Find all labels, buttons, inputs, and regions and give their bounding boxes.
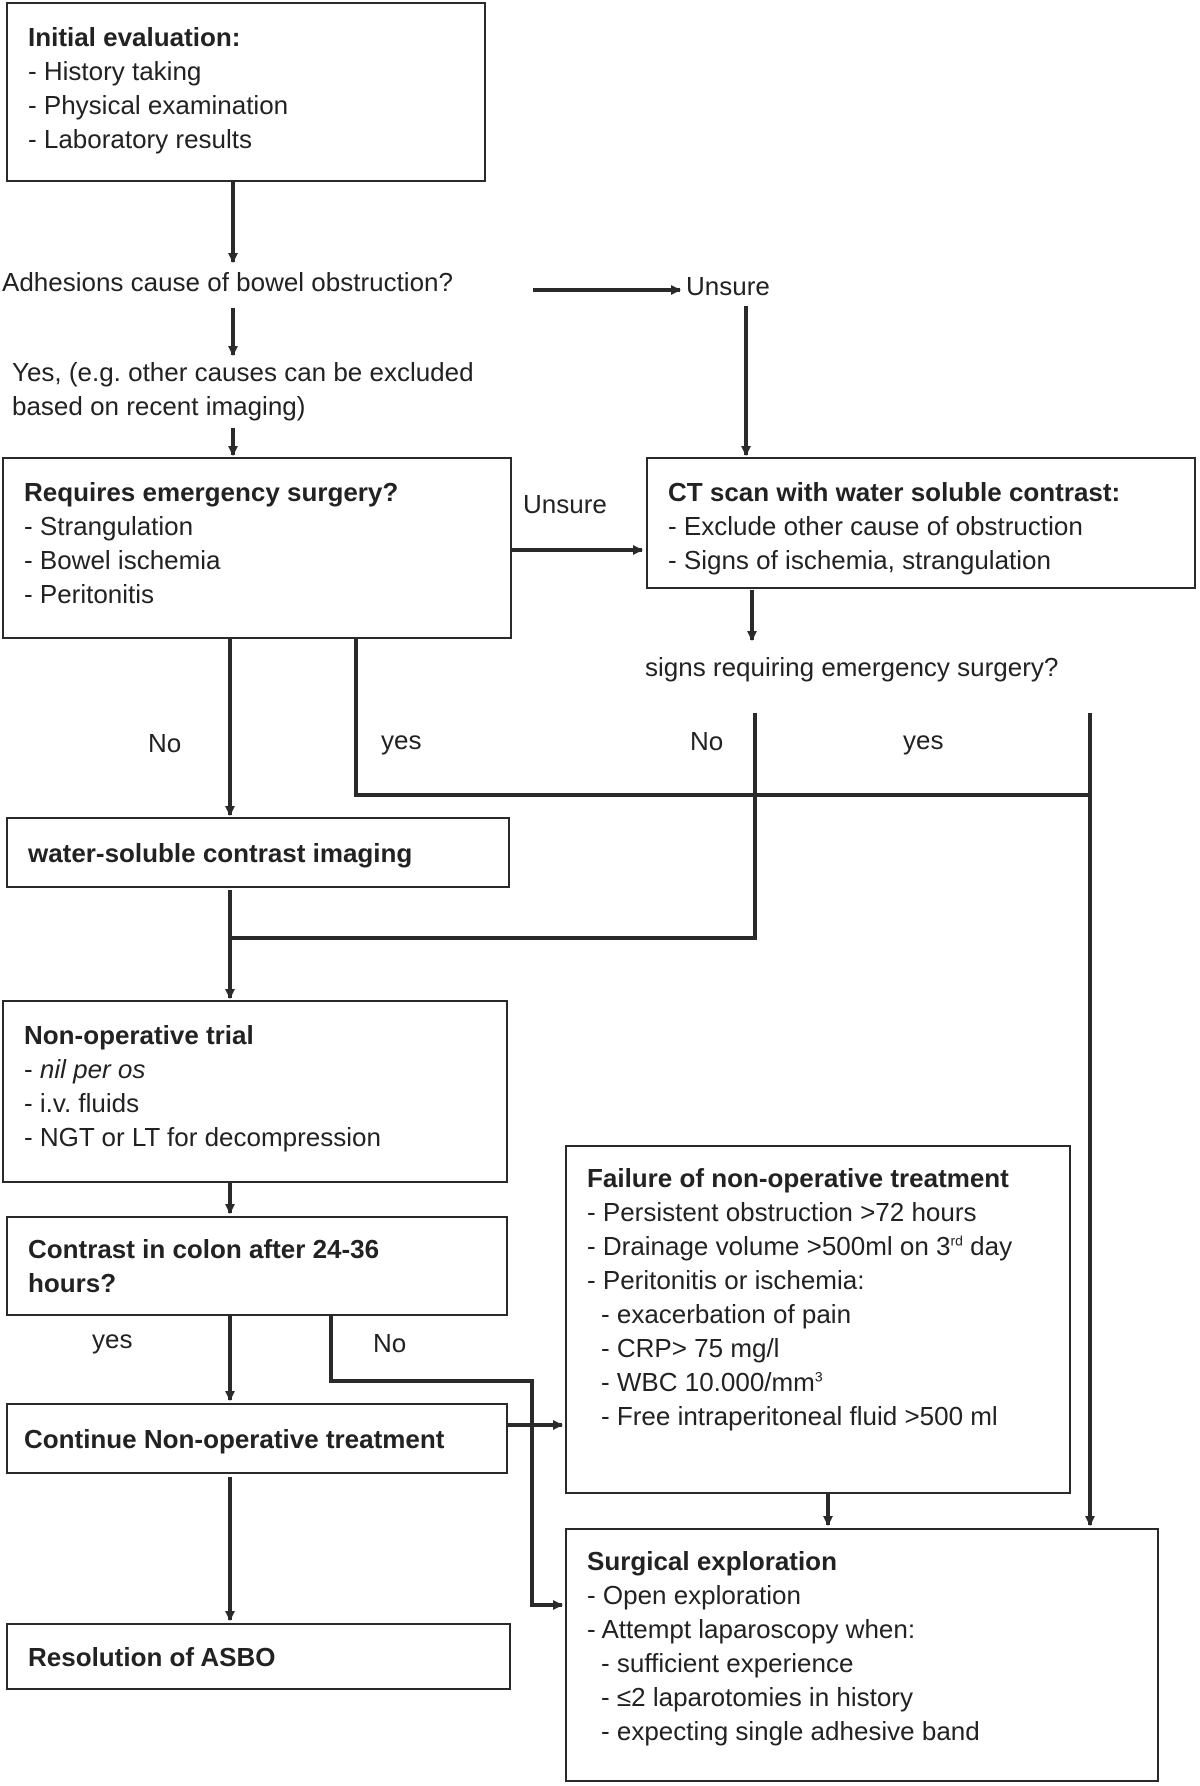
failure-subitem-pain: - exacerbation of pain [601, 1299, 852, 1329]
yes-label-contrast: yes [92, 1324, 133, 1354]
failure-item-obstruction: - Persistent obstruction >72 hours [587, 1197, 977, 1227]
surgical-item-laparoscopy: - Attempt laparoscopy when: [587, 1614, 916, 1644]
initial-item-physical: - Physical examination [28, 90, 289, 120]
resolution-label: Resolution of ASBO [28, 1642, 276, 1672]
failure-subitem-crp: - CRP> 75 mg/l [601, 1333, 780, 1363]
failure-box: Failure of non-operative treatment - Per… [565, 1145, 1071, 1494]
failure-subitem-fluid: - Free intraperitoneal fluid >500 ml [601, 1401, 998, 1431]
surgical-item-open: - Open exploration [587, 1580, 801, 1610]
ct-title: CT scan with water soluble contrast: [668, 477, 1121, 507]
no-label-contrast: No [373, 1328, 407, 1358]
trial-item-npo: - nil per os [24, 1054, 146, 1084]
trial-item-fluids: - i.v. fluids [24, 1088, 140, 1118]
emergency-item-ischemia: - Bowel ischemia [24, 545, 221, 575]
surgical-title: Surgical exploration [587, 1546, 837, 1576]
non-operative-trial-box: Non-operative trial - nil per os - i.v. … [2, 1000, 508, 1183]
initial-evaluation-box: Initial evaluation: - History taking - P… [6, 2, 486, 182]
contrast-colon-box: Contrast in colon after 24-36 hours? [6, 1216, 508, 1316]
ct-item-exclude: - Exclude other cause of obstruction [668, 511, 1083, 541]
initial-item-history: - History taking [28, 56, 202, 86]
no-label-left: No [148, 728, 182, 758]
failure-title: Failure of non-operative treatment [587, 1163, 1009, 1193]
yes-note-line-1: Yes, (e.g. other causes can be excluded [12, 357, 474, 387]
emergency-item-peritonitis: - Peritonitis [24, 579, 155, 609]
unsure-label-top: Unsure [686, 271, 770, 301]
unsure-label-mid: Unsure [523, 489, 607, 519]
emergency-surgery-box: Requires emergency surgery? - Strangulat… [2, 457, 512, 639]
yes-note-line-2: based on recent imaging) [12, 391, 306, 421]
yes-label-right: yes [903, 725, 944, 755]
wsci-label: water-soluble contrast imaging [28, 838, 413, 868]
wsci-box: water-soluble contrast imaging [6, 817, 510, 888]
signs-question: signs requiring emergency surgery? [645, 652, 1059, 682]
adhesions-question: Adhesions cause of bowel obstruction? [2, 267, 453, 297]
contrast-line-2: hours? [28, 1268, 117, 1298]
yes-label-left: yes [381, 725, 422, 755]
initial-item-lab: - Laboratory results [28, 124, 252, 154]
surgical-exploration-box: Surgical exploration - Open exploration … [565, 1528, 1159, 1782]
surgical-subitem-adhesive-band: - expecting single adhesive band [601, 1716, 980, 1746]
surgical-subitem-experience: - sufficient experience [601, 1648, 854, 1678]
yes-note: Yes, (e.g. other causes can be excluded … [12, 355, 474, 423]
emergency-title: Requires emergency surgery? [24, 477, 399, 507]
resolution-box: Resolution of ASBO [6, 1623, 511, 1690]
emergency-item-strangulation: - Strangulation [24, 511, 194, 541]
continue-label: Continue Non-operative treatment [24, 1424, 445, 1454]
failure-subitem-wbc: - WBC 10.000/mm3 [601, 1367, 823, 1397]
trial-title: Non-operative trial [24, 1020, 254, 1050]
ct-item-signs: - Signs of ischemia, strangulation [668, 545, 1051, 575]
continue-treatment-box: Continue Non-operative treatment [6, 1403, 508, 1474]
ct-scan-box: CT scan with water soluble contrast: - E… [646, 457, 1196, 589]
contrast-line-1: Contrast in colon after 24-36 [28, 1234, 380, 1264]
surgical-subitem-laparotomies: - ≤2 laparotomies in history [601, 1682, 913, 1712]
failure-item-drainage: - Drainage volume >500ml on 3rd day [587, 1231, 1013, 1261]
no-label-right: No [690, 726, 724, 756]
trial-item-decompression: - NGT or LT for decompression [24, 1122, 381, 1152]
initial-evaluation-title: Initial evaluation: [28, 22, 241, 52]
failure-item-peritonitis: - Peritonitis or ischemia: [587, 1265, 865, 1295]
